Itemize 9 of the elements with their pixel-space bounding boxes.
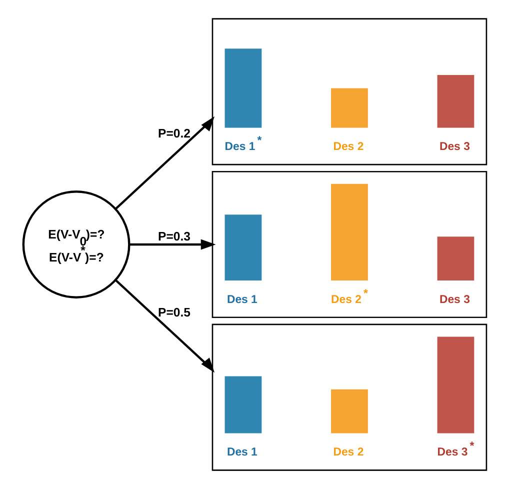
edge-label: P=0.3 [158,229,190,244]
edge-label: P=0.2 [158,126,190,141]
node-label: Des 3 [439,294,470,306]
node-label: Des 1 [226,446,258,459]
edge-label: P=0.5 [158,306,190,320]
node-label: Des 1 [226,294,258,306]
node-label: Des 2 [333,446,364,459]
node-label: Des 2 [333,141,364,154]
node-label: Des 3 [439,141,470,154]
